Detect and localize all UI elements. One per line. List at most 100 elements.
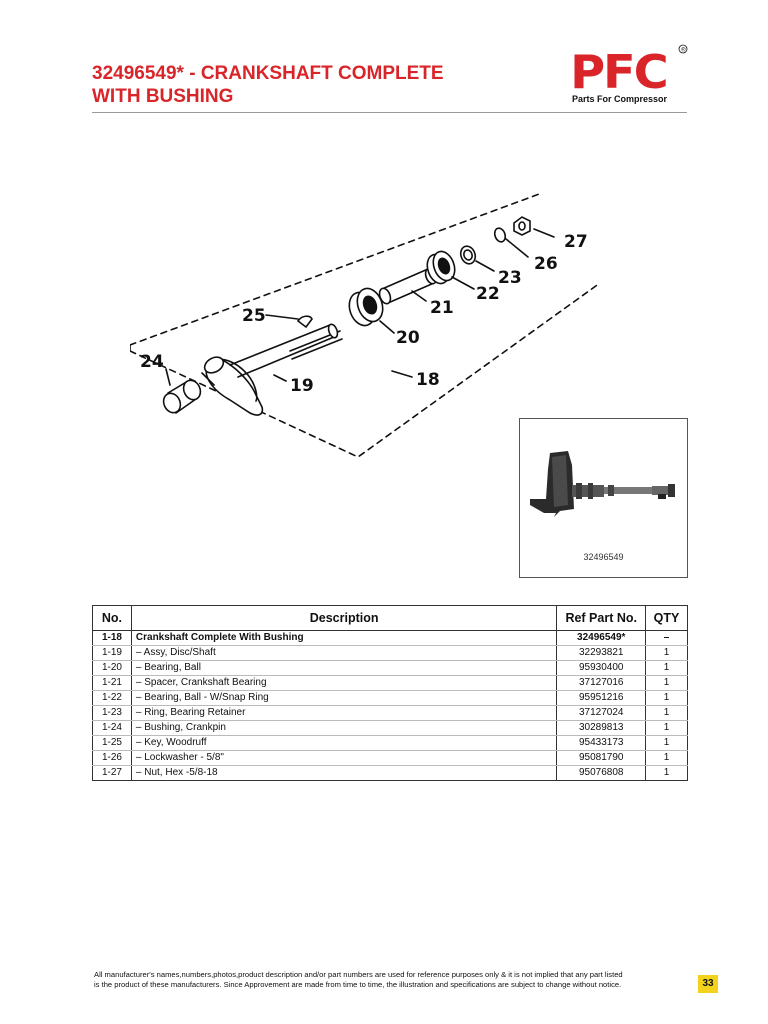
ball-bearing-22	[426, 250, 456, 285]
table-row: 1-24 – Bushing, Crankpin 30289813 1	[92, 720, 688, 736]
leader-27	[533, 228, 555, 238]
cell-qty: 1	[645, 690, 688, 706]
cell-ref: 95433173	[556, 735, 647, 751]
cell-description: – Nut, Hex -5/8-18	[130, 765, 558, 781]
header-divider	[92, 112, 687, 113]
cell-qty: 1	[645, 720, 688, 736]
cell-qty: 1	[645, 675, 688, 691]
cell-qty: 1	[645, 705, 688, 721]
callout-19: 19	[290, 376, 314, 396]
cell-no: 1-21	[92, 675, 132, 691]
pfc-logo: PFC ®	[570, 44, 688, 100]
diagram-boundary-top	[130, 192, 543, 346]
cell-description: – Bearing, Ball - W/Snap Ring	[130, 690, 558, 706]
callout-24: 24	[140, 352, 164, 372]
cell-ref: 30289813	[556, 720, 647, 736]
column-header-no: No.	[92, 605, 132, 631]
leader-25	[265, 314, 299, 320]
disclaimer-footer: All manufacturer's names,numbers,photos,…	[94, 970, 694, 990]
leader-22	[451, 276, 475, 290]
callout-27: 27	[564, 232, 588, 252]
callout-22: 22	[476, 284, 500, 304]
cell-description: – Lockwasher - 5/8"	[130, 750, 558, 766]
registered-mark: ®	[680, 46, 686, 53]
cell-ref: 37127016	[556, 675, 647, 691]
hex-nut	[513, 216, 531, 236]
cell-no: 1-26	[92, 750, 132, 766]
callout-21: 21	[430, 298, 454, 318]
cell-description: – Bushing, Crankpin	[130, 720, 558, 736]
cell-no: 1-24	[92, 720, 132, 736]
cell-no: 1-27	[92, 765, 132, 781]
cell-description: – Assy, Disc/Shaft	[130, 645, 558, 661]
callout-26: 26	[534, 254, 558, 274]
cell-qty: 1	[645, 750, 688, 766]
leader-23	[475, 260, 495, 272]
leader-18	[391, 370, 413, 378]
disclaimer-line-1: All manufacturer's names,numbers,photos,…	[94, 970, 623, 979]
table-row: 1-21 – Spacer, Crankshaft Bearing 371270…	[92, 675, 688, 691]
table-row: 1-23 – Ring, Bearing Retainer 37127024 1	[92, 705, 688, 721]
parts-table: No. Description Ref Part No. QTY 1-18 Cr…	[92, 605, 688, 781]
page-title: 32496549* - CRANKSHAFT COMPLETE WITH BUS…	[92, 62, 532, 108]
callout-25: 25	[242, 306, 266, 326]
cell-ref: 95930400	[556, 660, 647, 676]
page-number-badge: 33	[698, 975, 718, 993]
table-row: 1-27 – Nut, Hex -5/8-18 95076808 1	[92, 765, 688, 781]
woodruff-key	[296, 315, 313, 329]
cell-no: 1-18	[92, 630, 132, 646]
product-photo-frame: 32496549	[519, 418, 688, 578]
column-header-description: Description	[130, 605, 558, 631]
leader-26	[505, 238, 529, 258]
page-title-line-2: WITH BUSHING	[92, 86, 234, 107]
callout-18: 18	[416, 370, 440, 390]
cell-ref: 95081790	[556, 750, 647, 766]
cell-description: – Ring, Bearing Retainer	[130, 705, 558, 721]
cell-ref: 95076808	[556, 765, 647, 781]
logo-text: PFC	[570, 46, 667, 100]
table-row: 1-18 Crankshaft Complete With Bushing 32…	[92, 630, 688, 646]
callout-20: 20	[396, 328, 420, 348]
cell-qty: 1	[645, 645, 688, 661]
cell-ref: 32496549*	[556, 630, 647, 646]
lockwasher	[493, 227, 507, 243]
cell-no: 1-22	[92, 690, 132, 706]
cell-no: 1-25	[92, 735, 132, 751]
table-row: 1-22 – Bearing, Ball - W/Snap Ring 95951…	[92, 690, 688, 706]
bearing-retainer-ring	[459, 245, 477, 265]
cell-no: 1-23	[92, 705, 132, 721]
cell-no: 1-20	[92, 660, 132, 676]
leader-20	[379, 320, 395, 334]
logo-tagline: Parts For Compressor	[572, 94, 668, 104]
disclaimer-line-2: is the product of these manufacturers. S…	[94, 980, 622, 989]
column-header-qty: QTY	[645, 605, 688, 631]
cell-ref: 37127024	[556, 705, 647, 721]
table-header-row: No. Description Ref Part No. QTY	[92, 605, 688, 631]
cell-description: Crankshaft Complete With Bushing	[130, 630, 558, 646]
table-row: 1-20 – Bearing, Ball 95930400 1	[92, 660, 688, 676]
callout-23: 23	[498, 268, 522, 288]
cell-no: 1-19	[92, 645, 132, 661]
column-header-ref-part-no: Ref Part No.	[556, 605, 647, 631]
cell-description: – Key, Woodruff	[130, 735, 558, 751]
crankshaft-shaft	[229, 323, 343, 378]
cell-description: – Spacer, Crankshaft Bearing	[130, 675, 558, 691]
cell-qty: 1	[645, 735, 688, 751]
leader-24	[165, 368, 171, 386]
page-title-line-1: 32496549* - CRANKSHAFT COMPLETE	[92, 63, 444, 84]
cell-description: – Bearing, Ball	[130, 660, 558, 676]
table-row: 1-25 – Key, Woodruff 95433173 1	[92, 735, 688, 751]
photo-caption: 32496549	[583, 552, 624, 562]
table-row: 1-26 – Lockwasher - 5/8" 95081790 1	[92, 750, 688, 766]
cell-ref: 95951216	[556, 690, 647, 706]
exploded-parts-diagram: 18 19 20 21 22 23 24 25 26 27	[130, 192, 600, 458]
crankshaft-photo	[530, 451, 675, 517]
ball-bearing-20	[348, 287, 384, 327]
leader-21	[411, 290, 427, 302]
cell-qty: –	[645, 630, 688, 646]
cell-qty: 1	[645, 765, 688, 781]
leader-19	[273, 374, 287, 382]
crankpin-bushing	[162, 379, 202, 414]
cell-ref: 32293821	[556, 645, 647, 661]
crank-disc-assembly	[201, 356, 264, 416]
